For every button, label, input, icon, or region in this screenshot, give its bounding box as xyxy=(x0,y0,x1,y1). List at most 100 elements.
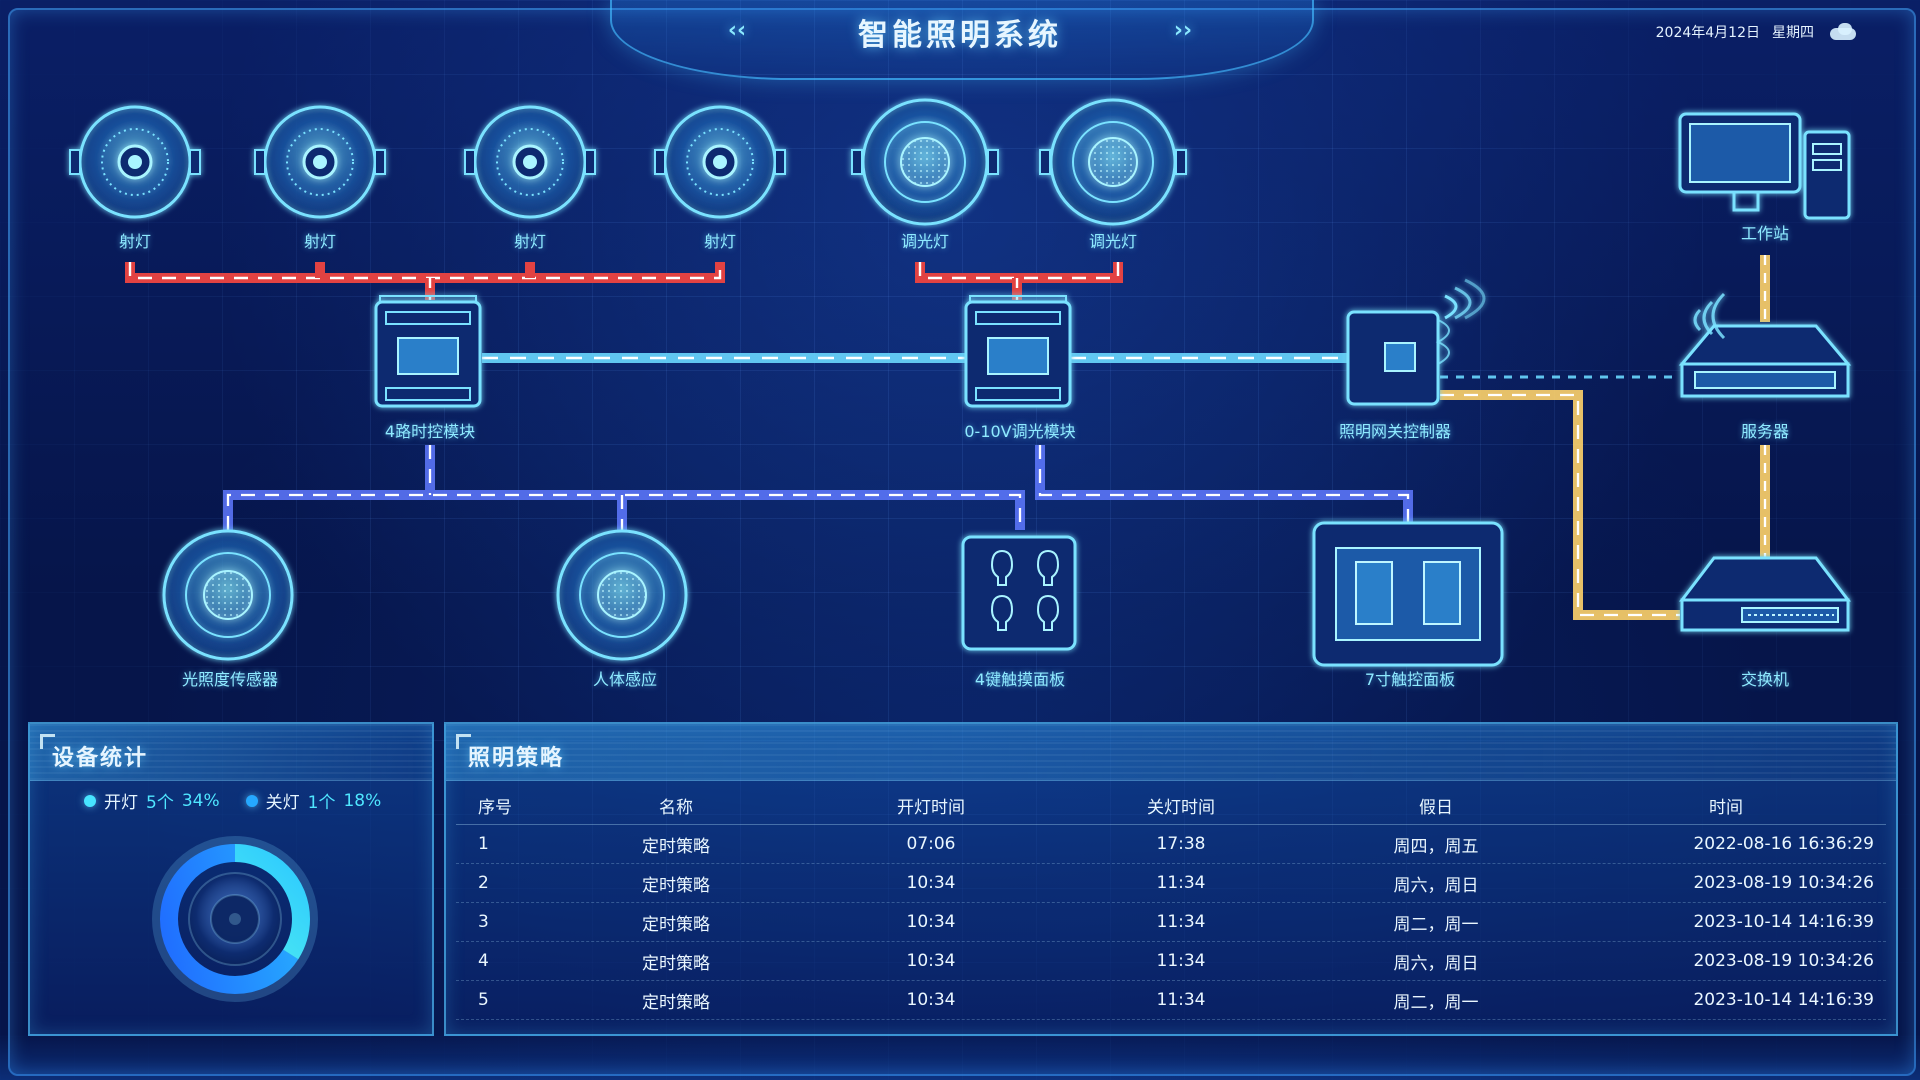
device-stats-panel: 设备统计 开灯 5个 34% 关灯 1个 18% xyxy=(28,722,434,1036)
dimmer-light-1[interactable] xyxy=(851,98,999,226)
spotlight-3[interactable] xyxy=(464,105,596,219)
row-holiday: 周六，周日 xyxy=(1393,875,1479,896)
label-spotlight-2: 射灯 xyxy=(303,232,336,251)
touch-panel-4-bulb-icons xyxy=(990,549,1060,631)
spotlight-2[interactable] xyxy=(254,105,386,219)
lighting-strategy-panel: 照明策略 序号 名称 开灯时间 关灯时间 假日 时间 1 定时策略 07:06 … xyxy=(444,722,1898,1036)
row-holiday: 周二，周一 xyxy=(1393,914,1479,935)
row-index: 3 xyxy=(478,912,489,932)
row-time: 2022-08-16 16:36:29 xyxy=(1693,834,1874,854)
switch-device[interactable] xyxy=(1678,556,1852,632)
row-off-time: 11:34 xyxy=(1156,951,1206,971)
spotlight-4[interactable] xyxy=(654,105,786,219)
table-row[interactable]: 5 定时策略 10:34 11:34 周二，周一 2023-10-14 14:1… xyxy=(456,981,1886,1020)
col-time: 时间 xyxy=(1709,797,1743,818)
label-dimmer-light-2: 调光灯 xyxy=(1088,232,1137,251)
label-workstation: 工作站 xyxy=(1740,224,1789,243)
row-off-time: 11:34 xyxy=(1156,990,1206,1010)
server-device[interactable] xyxy=(1678,292,1852,398)
dimming-module-device[interactable] xyxy=(964,295,1072,408)
row-name: 定时策略 xyxy=(642,875,710,896)
table-row[interactable]: 1 定时策略 07:06 17:38 周四，周五 2022-08-16 16:3… xyxy=(456,825,1886,864)
topology-svg xyxy=(69,98,1852,667)
label-light-sensor: 光照度传感器 xyxy=(181,670,278,689)
label-spotlight-3: 射灯 xyxy=(513,232,546,251)
time-module-device[interactable] xyxy=(374,295,482,408)
lighting-strategy-header: 照明策略 xyxy=(446,724,1896,781)
table-row[interactable]: 2 定时策略 10:34 11:34 周六，周日 2023-08-19 10:3… xyxy=(456,864,1886,903)
dimmer-light-2[interactable] xyxy=(1039,98,1187,226)
workstation-device[interactable] xyxy=(1678,112,1851,220)
spotlight-1[interactable] xyxy=(69,105,201,219)
blue-bus xyxy=(223,445,1413,530)
date-bar: 2024年4月12日 星期四 xyxy=(1656,22,1860,42)
row-off-time: 17:38 xyxy=(1156,834,1206,854)
row-time: 2023-10-14 14:16:39 xyxy=(1693,912,1874,932)
col-off-time: 关灯时间 xyxy=(1147,797,1215,818)
device-stats-legend: 开灯 5个 34% 关灯 1个 18% xyxy=(84,788,381,813)
device-stats-header: 设备统计 xyxy=(30,724,432,781)
label-server: 服务器 xyxy=(1740,422,1789,441)
row-time: 2023-10-14 14:16:39 xyxy=(1693,990,1874,1010)
gateway-device[interactable] xyxy=(1346,278,1486,406)
row-on-time: 10:34 xyxy=(906,912,956,932)
legend-on-percent: 34% xyxy=(181,790,220,811)
row-name: 定时策略 xyxy=(642,914,710,935)
row-off-time: 11:34 xyxy=(1156,912,1206,932)
page-title: 智能照明系统 xyxy=(858,18,1062,53)
label-human-sensor: 人体感应 xyxy=(592,670,657,689)
row-index: 1 xyxy=(478,834,489,854)
touch-panel-4-device[interactable] xyxy=(961,535,1077,651)
legend-off: 关灯 1个 18% xyxy=(245,788,382,813)
donut-on-arc xyxy=(160,844,310,994)
legend-on-dot xyxy=(84,794,96,807)
row-on-time: 10:34 xyxy=(906,873,956,893)
legend-on-label: 开灯 xyxy=(104,793,138,813)
human-sensor-device[interactable] xyxy=(556,529,688,661)
row-index: 2 xyxy=(478,873,489,893)
label-dimming-module: 0-10V调光模块 xyxy=(964,422,1076,441)
label-touch-panel-4: 4键触摸面板 xyxy=(974,670,1066,689)
row-time: 2023-08-19 10:34:26 xyxy=(1693,951,1874,971)
legend-off-count: 1个 xyxy=(307,793,336,813)
row-holiday: 周六，周日 xyxy=(1393,953,1479,974)
col-holiday: 假日 xyxy=(1419,797,1453,818)
yellow-bus xyxy=(1440,255,1770,620)
label-gateway: 照明网关控制器 xyxy=(1338,422,1451,441)
panel-corner-icon xyxy=(40,734,55,749)
col-index: 序号 xyxy=(478,797,512,818)
panel-corner-icon xyxy=(456,734,471,749)
label-time-module: 4路时控模块 xyxy=(384,422,476,441)
label-switch: 交换机 xyxy=(1740,670,1789,689)
legend-on-count: 5个 xyxy=(146,793,174,813)
row-off-time: 11:34 xyxy=(1156,873,1206,893)
row-name: 定时策略 xyxy=(642,953,710,974)
device-stats-donut-svg xyxy=(152,836,318,1002)
col-on-time: 开灯时间 xyxy=(897,797,965,818)
table-row[interactable]: 4 定时策略 10:34 11:34 周六，周日 2023-08-19 10:3… xyxy=(456,942,1886,981)
cyan-bus xyxy=(482,353,1680,379)
label-spotlight-4: 射灯 xyxy=(703,232,736,251)
cloud-icon xyxy=(1826,22,1860,42)
row-on-time: 07:06 xyxy=(906,834,956,854)
row-holiday: 周四，周五 xyxy=(1393,836,1479,857)
nav-prev-button[interactable]: ‹‹ xyxy=(727,18,747,43)
legend-on: 开灯 5个 34% xyxy=(84,788,220,813)
device-stats-title: 设备统计 xyxy=(52,746,149,771)
weekday-text: 星期四 xyxy=(1772,25,1814,41)
light-sensor-device[interactable] xyxy=(162,529,294,661)
lighting-topology-diagram: 射灯 射灯 射灯 射灯 调光灯 调光灯 工作站 4路时控模块 0-10V调光模块… xyxy=(69,98,1852,689)
label-touch-panel-7: 7寸触控面板 xyxy=(1364,670,1456,689)
strategy-table: 序号 名称 开灯时间 关灯时间 假日 时间 1 定时策略 07:06 17:38… xyxy=(456,786,1886,1020)
touch-panel-7-device[interactable] xyxy=(1312,521,1504,667)
col-name: 名称 xyxy=(659,797,693,818)
date-text: 2024年4月12日 xyxy=(1655,25,1760,41)
device-stats-donut xyxy=(140,824,330,1014)
label-spotlight-1: 射灯 xyxy=(118,232,151,251)
legend-off-percent: 18% xyxy=(343,790,382,811)
table-row[interactable]: 3 定时策略 10:34 11:34 周二，周一 2023-10-14 14:1… xyxy=(456,903,1886,942)
legend-off-dot xyxy=(245,794,258,807)
nav-next-button[interactable]: ›› xyxy=(1173,18,1193,43)
row-name: 定时策略 xyxy=(642,836,710,857)
row-on-time: 10:34 xyxy=(906,990,956,1010)
